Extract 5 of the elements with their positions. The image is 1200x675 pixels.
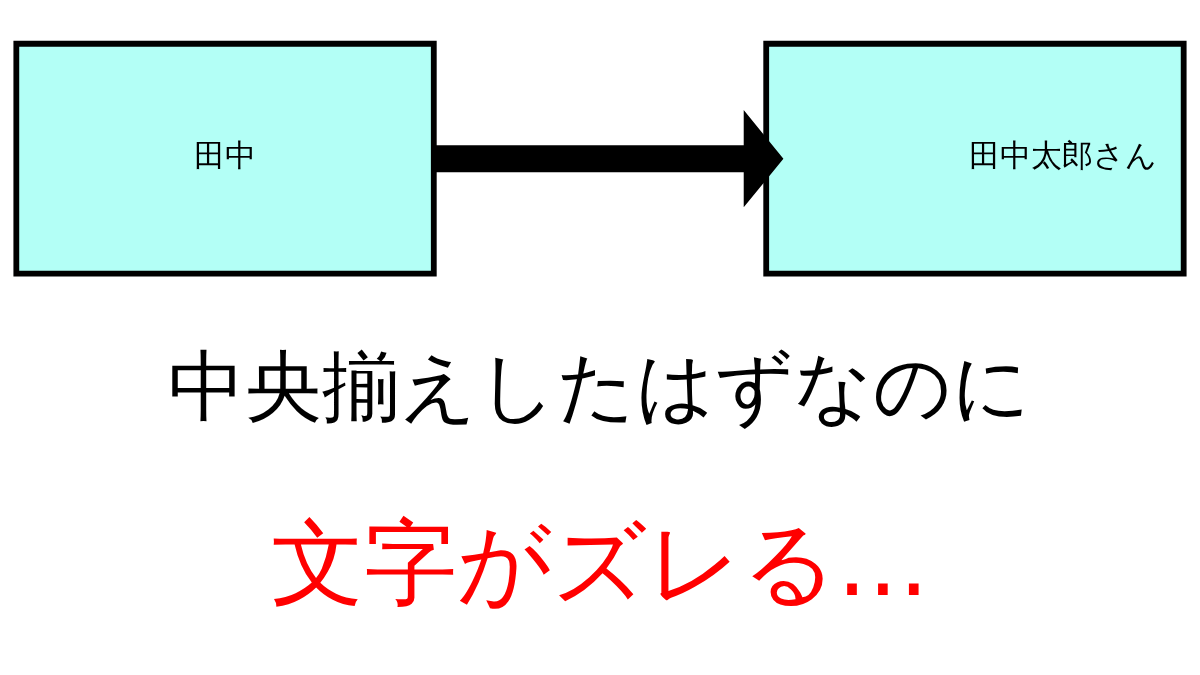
node-box: 田中太郎さん <box>763 40 1187 277</box>
node-box: 田中 <box>13 40 437 277</box>
arrow <box>434 110 784 208</box>
label: 文字がズレる… <box>270 509 930 618</box>
label: 中央揃えしたはずなのに <box>168 340 1032 431</box>
